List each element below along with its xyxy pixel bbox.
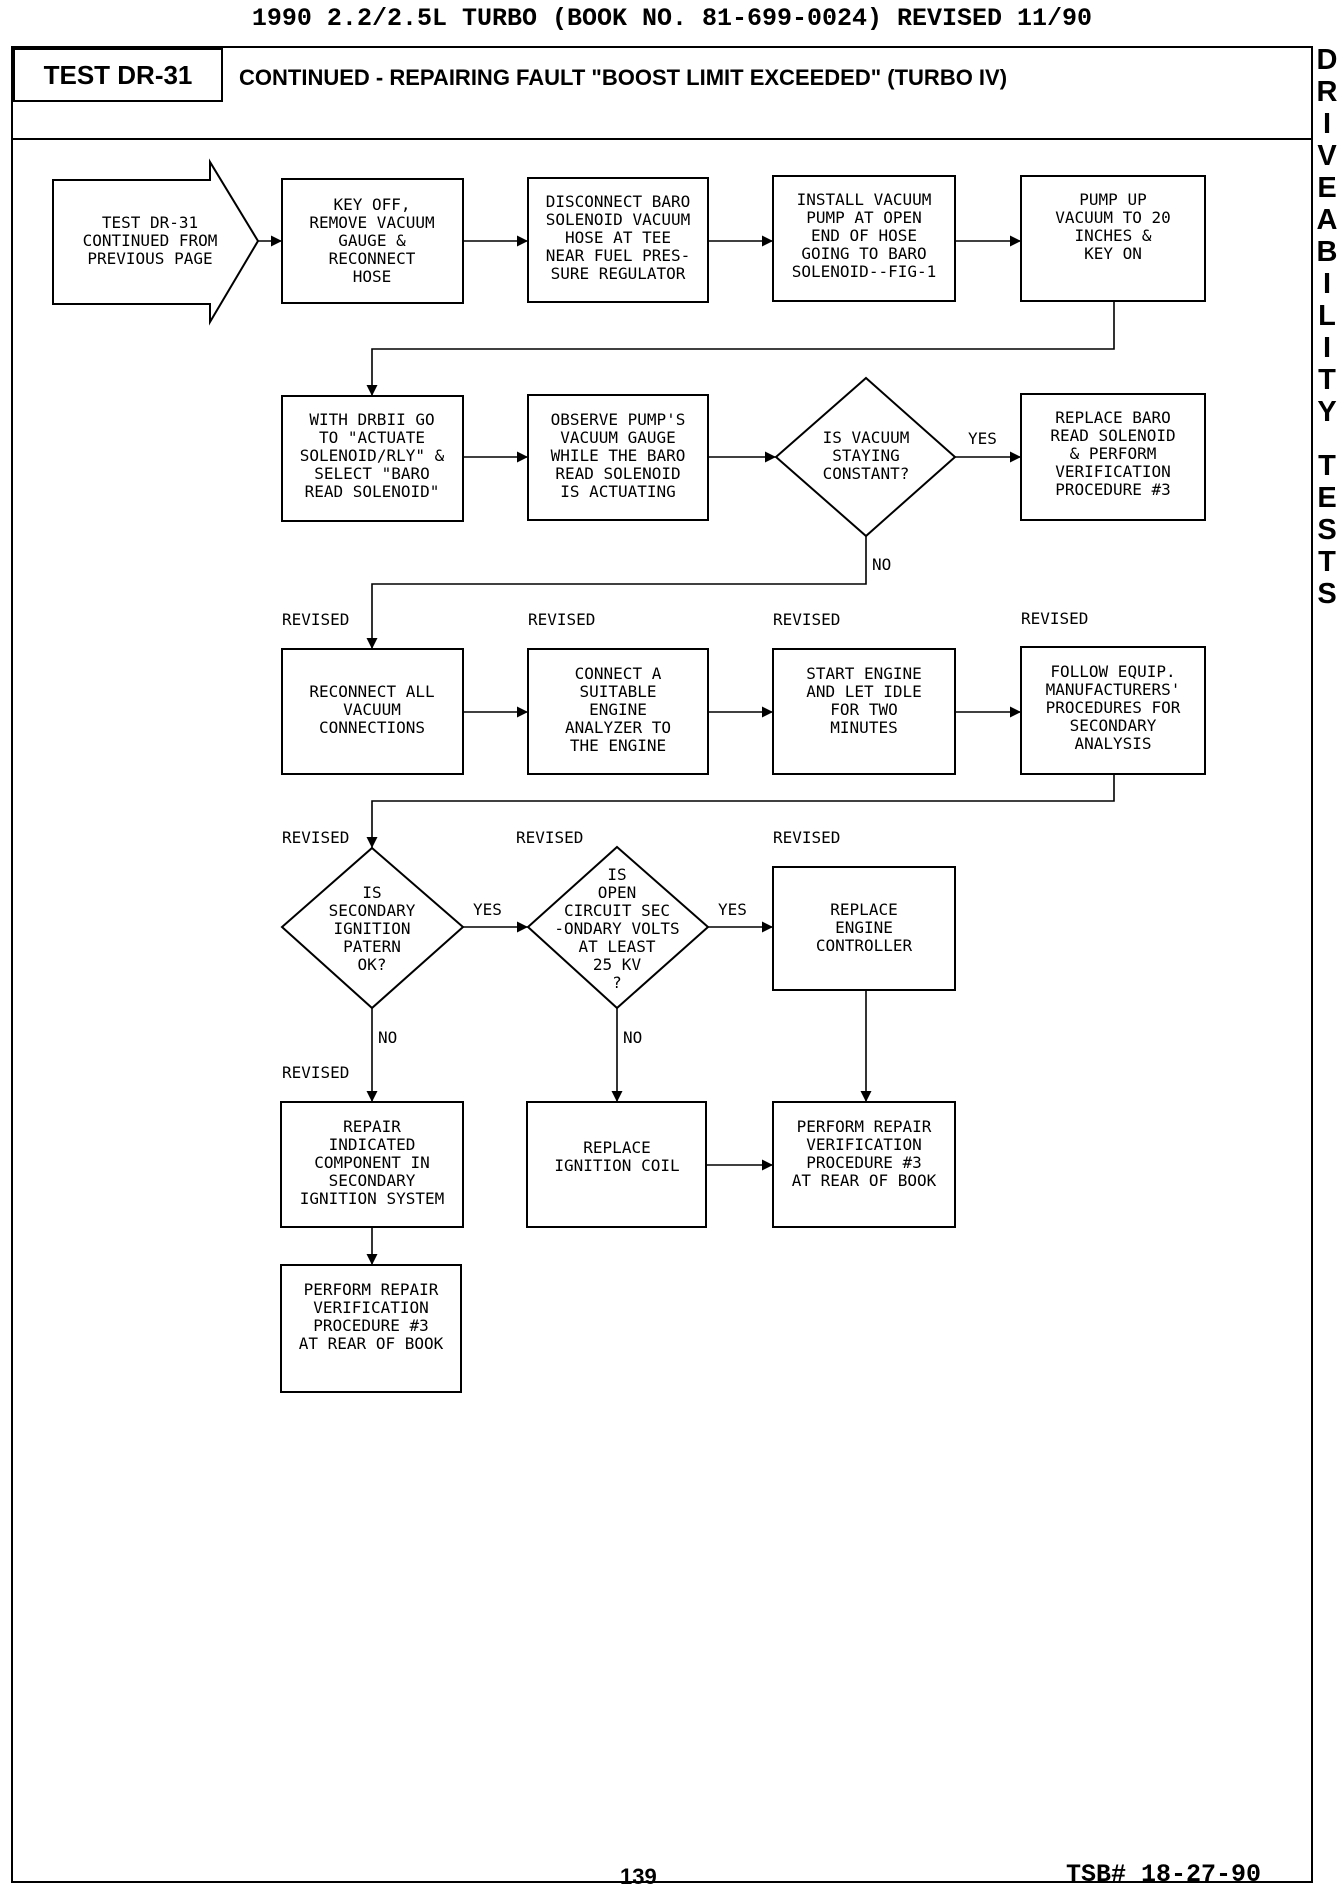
sidebar-letter: T bbox=[1318, 450, 1336, 482]
sidebar-letter: Y bbox=[1317, 396, 1337, 428]
follow-text: FOLLOW EQUIP.MANUFACTURERS'PROCEDURES FO… bbox=[1046, 662, 1181, 753]
with-drb-box bbox=[281, 395, 464, 522]
revised-label-r4-2: REVISED bbox=[516, 828, 583, 847]
open-circuit-no-label: NO bbox=[623, 1028, 642, 1047]
sidebar-letter: S bbox=[1317, 578, 1337, 610]
pump-up-box bbox=[1020, 175, 1206, 302]
tsb-number: TSB# 18-27-90 bbox=[1066, 1860, 1262, 1889]
follow-box bbox=[1020, 646, 1206, 775]
secondary-no-label: NO bbox=[378, 1028, 397, 1047]
revised-label-r4-1: REVISED bbox=[282, 828, 349, 847]
replace-controller-box bbox=[772, 866, 956, 991]
connectors bbox=[258, 235, 1115, 1265]
secondary-decision-diamond bbox=[280, 846, 465, 1010]
sidebar-letter: L bbox=[1318, 300, 1336, 332]
sidebar-letter: T bbox=[1318, 546, 1336, 578]
revised-label-r3-1: REVISED bbox=[282, 610, 349, 629]
revised-label-r3-4: REVISED bbox=[1021, 609, 1088, 628]
key-off-box bbox=[281, 178, 464, 304]
sidebar-letter: S bbox=[1317, 514, 1337, 546]
observe-box bbox=[527, 394, 709, 521]
page-frame bbox=[11, 46, 1313, 1883]
start-arrow-shape bbox=[52, 158, 260, 326]
revised-label-r3-2: REVISED bbox=[528, 610, 595, 629]
replace-coil-box bbox=[526, 1101, 707, 1228]
test-id-box bbox=[13, 48, 223, 102]
perform-right-box bbox=[772, 1101, 956, 1228]
sidebar-letter: B bbox=[1316, 236, 1338, 268]
vacuum-decision-diamond bbox=[774, 376, 957, 538]
disconnect-box bbox=[527, 177, 709, 303]
test-id: TEST DR-31 bbox=[44, 60, 193, 90]
sidebar-letter: I bbox=[1322, 108, 1332, 140]
sidebar-letter: E bbox=[1317, 172, 1337, 204]
sidebar-letter: R bbox=[1316, 76, 1338, 108]
open-circuit-yes-label: YES bbox=[718, 900, 747, 919]
start-engine-box bbox=[772, 648, 956, 775]
replace-baro-box bbox=[1020, 393, 1206, 521]
reconnect-box bbox=[281, 648, 464, 775]
sidebar-letter: I bbox=[1322, 268, 1332, 300]
sidebar-letter: V bbox=[1317, 140, 1337, 172]
document-header: 1990 2.2/2.5L TURBO (BOOK NO. 81-699-002… bbox=[251, 4, 1093, 33]
vacuum-yes-label: YES bbox=[968, 429, 997, 448]
install-box bbox=[772, 175, 956, 302]
revised-label-r5: REVISED bbox=[282, 1063, 349, 1082]
revised-label-r3-3: REVISED bbox=[773, 610, 840, 629]
sidebar-letter: I bbox=[1322, 332, 1332, 364]
secondary-yes-label: YES bbox=[473, 900, 502, 919]
sidebar-letter: D bbox=[1316, 44, 1338, 76]
perform-left-box bbox=[280, 1264, 462, 1393]
page-title: CONTINUED - REPAIRING FAULT "BOOST LIMIT… bbox=[239, 65, 1007, 90]
sidebar-letter: E bbox=[1317, 482, 1337, 514]
repair-indicated-box bbox=[280, 1101, 464, 1228]
sidebar-letter: A bbox=[1316, 204, 1338, 236]
revised-label-r4-3: REVISED bbox=[773, 828, 840, 847]
sidebar-letter: T bbox=[1318, 364, 1336, 396]
vacuum-no-label: NO bbox=[872, 555, 891, 574]
open-circuit-decision-diamond bbox=[526, 845, 710, 1010]
page-number: 139 bbox=[620, 1864, 657, 1889]
connect-box bbox=[527, 648, 709, 775]
